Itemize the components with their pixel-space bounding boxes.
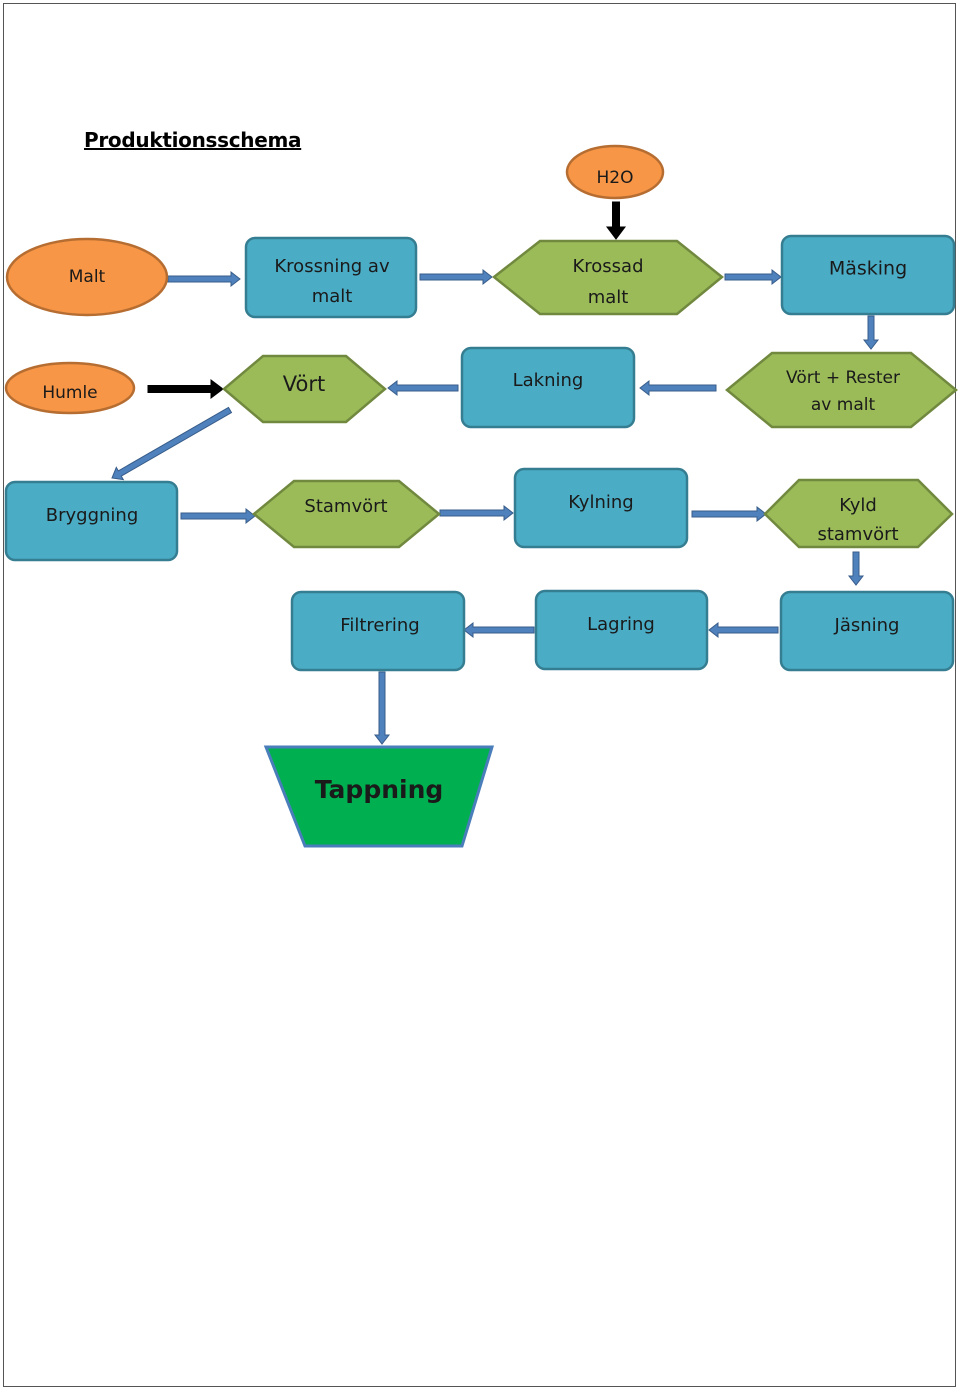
arrow-humle-to-vort: [147, 379, 224, 399]
arrow-vort-to-bryggning: [111, 406, 233, 481]
kyld-stamvort-product-label-line-1: Kyld: [839, 495, 877, 516]
h2o-input: H2O: [565, 144, 665, 200]
diagram-title: Produktionsschema: [84, 128, 302, 152]
krossning-av-malt-step: Krossning av malt: [244, 236, 418, 319]
vort-rester-av-malt-product-label-line-1: Vört + Rester: [786, 368, 900, 388]
arrow-kylning-to-kyld-stamvort: [691, 505, 767, 523]
lakning-step-shape: [460, 346, 636, 429]
arrow-h2o-to-krossad-malt: [606, 201, 626, 240]
lagring-step: Lagring: [534, 589, 709, 671]
kylning-step: Kylning: [513, 467, 689, 549]
krossad-malt-product-label-line-2: malt: [588, 287, 629, 308]
krossad-malt-product-shape: [491, 239, 724, 316]
stamvort-product: Stamvört: [252, 479, 441, 549]
jasning-step-label: Jäsning: [834, 615, 900, 636]
kyld-stamvort-product-label-line-2: stamvört: [817, 524, 898, 545]
stamvort-product-label: Stamvört: [304, 496, 387, 517]
page-frame: [3, 3, 956, 1387]
filtrering-step-label: Filtrering: [340, 615, 419, 636]
bryggning-step-label: Bryggning: [46, 505, 139, 526]
humle-input-shape: [4, 361, 136, 415]
kyld-stamvort-product-shape: [763, 478, 954, 549]
lakning-step: Lakning: [460, 346, 636, 429]
vort-rester-av-malt-product-label-line-2: av malt: [811, 395, 876, 415]
h2o-input-shape: [565, 144, 665, 200]
krossad-malt-product: Krossad malt: [491, 239, 724, 316]
arrow-filtrering-to-tappning: [373, 671, 391, 745]
lagring-step-shape: [534, 589, 709, 671]
lakning-step-label: Lakning: [513, 370, 584, 391]
masking-step-shape: [780, 234, 956, 316]
arrow-masking-to-vort-rester: [862, 315, 880, 350]
filtrering-step-shape: [290, 590, 466, 672]
masking-step-label: Mäsking: [829, 258, 907, 280]
arrow-bryggning-to-stamvort: [180, 507, 256, 525]
kyld-stamvort-product: Kyld stamvört: [763, 478, 954, 549]
tappning-final-shape: [263, 745, 495, 848]
h2o-input-label: H2O: [597, 168, 634, 188]
krossning-av-malt-step-label-line-1: Krossning av: [274, 256, 390, 277]
masking-step: Mäsking: [780, 234, 956, 316]
arrow-krossning-to-krossad-malt: [419, 268, 493, 286]
tappning-final: Tappning: [263, 745, 495, 848]
kylning-step-label: Kylning: [568, 492, 633, 513]
arrow-stamvort-to-kylning: [439, 504, 514, 522]
humle-input: Humle: [4, 361, 136, 415]
jasning-step-shape: [779, 590, 955, 672]
lagring-step-label: Lagring: [587, 614, 655, 635]
bryggning-step-shape: [4, 480, 179, 562]
vort-product: Vört: [222, 354, 387, 424]
arrow-malt-to-krossning: [167, 270, 241, 288]
arrow-lakning-to-vort: [387, 379, 459, 397]
kylning-step-shape: [513, 467, 689, 549]
arrow-vort-rester-to-lakning: [639, 379, 717, 397]
vort-rester-av-malt-product-shape: [725, 351, 958, 429]
krossning-av-malt-step-shape: [244, 236, 418, 319]
vort-rester-av-malt-product: Vört + Rester av malt: [725, 351, 958, 429]
arrow-kyld-stamvort-to-jasning: [847, 551, 865, 586]
vort-product-label: Vört: [283, 372, 325, 396]
jasning-step: Jäsning: [779, 590, 955, 672]
filtrering-step: Filtrering: [290, 590, 466, 672]
humle-input-label: Humle: [42, 383, 97, 403]
malt-input-shape: [5, 237, 169, 317]
arrow-krossad-malt-to-masking: [724, 268, 782, 286]
krossning-av-malt-step-label-line-2: malt: [312, 286, 353, 307]
krossad-malt-product-label-line-1: Krossad: [572, 256, 643, 277]
stamvort-product-shape: [252, 479, 441, 549]
tappning-final-label: Tappning: [315, 775, 444, 804]
bryggning-step: Bryggning: [4, 480, 179, 562]
malt-input-label: Malt: [69, 267, 106, 287]
malt-input: Malt: [5, 237, 169, 317]
vort-product-shape: [222, 354, 387, 424]
arrow-jasning-to-lagring: [708, 621, 779, 639]
arrow-lagring-to-filtrering: [463, 621, 535, 639]
